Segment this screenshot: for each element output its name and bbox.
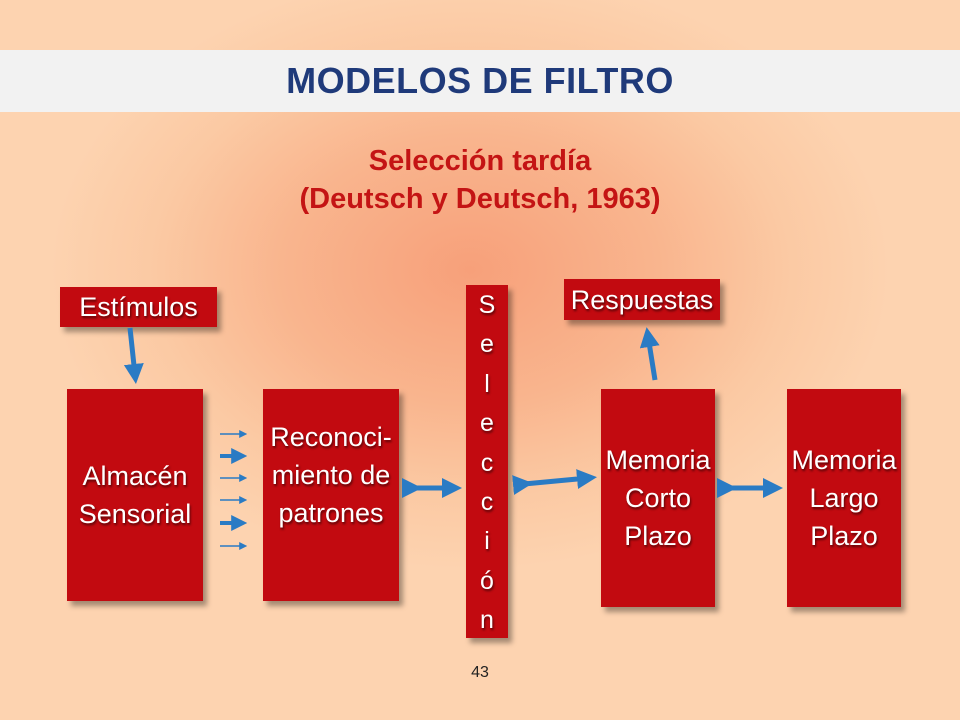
arrow-seleccion-memoria-corto <box>512 469 597 495</box>
almacen-line-2: Sensorial <box>78 499 192 529</box>
reconocimiento-line-1: Reconoci- <box>270 422 392 452</box>
subtitle-line-1: Selección tardía <box>368 145 592 177</box>
seleccion-box: S e l e c c i ó n <box>466 285 508 638</box>
subtitle-line-2: (Deutsch y Deutsch, 1963) <box>299 183 661 215</box>
almacen-line-1: Almacén <box>82 461 188 491</box>
seleccion-letter: l <box>484 369 490 398</box>
seleccion-letter: ó <box>480 566 494 595</box>
reconocimiento-line-3: patrones <box>278 498 384 528</box>
arrow-to-respuestas <box>639 327 660 381</box>
arrow-estimulos-down <box>123 327 144 384</box>
reconocimiento-patrones-box: Reconoci- miento de patrones <box>263 389 399 601</box>
seleccion-letter: e <box>480 409 494 438</box>
memoria-largo-line-2: Largo <box>809 483 879 513</box>
memoria-corto-line-2: Corto <box>624 483 692 513</box>
memoria-corto-line-1: Memoria <box>605 445 711 475</box>
estimulos-label: Estímulos <box>79 292 198 322</box>
almacen-sensorial-box: Almacén Sensorial <box>67 389 203 601</box>
seleccion-letter: i <box>484 527 490 556</box>
memoria-largo-plazo-box: Memoria Largo Plazo <box>787 389 901 607</box>
reconocimiento-line-2: miento de <box>271 460 391 490</box>
seleccion-letter: n <box>480 606 494 634</box>
memoria-corto-plazo-box: Memoria Corto Plazo <box>601 389 715 607</box>
memoria-corto-line-3: Plazo <box>624 521 692 551</box>
seleccion-letter: c <box>480 448 494 477</box>
memoria-largo-line-3: Plazo <box>810 521 878 551</box>
slide-title: MODELOS DE FILTRO <box>286 60 674 101</box>
respuestas-label: Respuestas <box>570 284 714 315</box>
seleccion-letter: S <box>478 291 496 319</box>
title-band <box>0 50 960 112</box>
seleccion-letter: c <box>480 487 494 516</box>
respuestas-box: Respuestas <box>564 279 720 320</box>
page-number: 43 <box>471 664 489 681</box>
seleccion-letter: e <box>480 330 494 359</box>
estimulos-box: Estímulos <box>60 287 217 327</box>
memoria-largo-line-1: Memoria <box>791 445 897 475</box>
